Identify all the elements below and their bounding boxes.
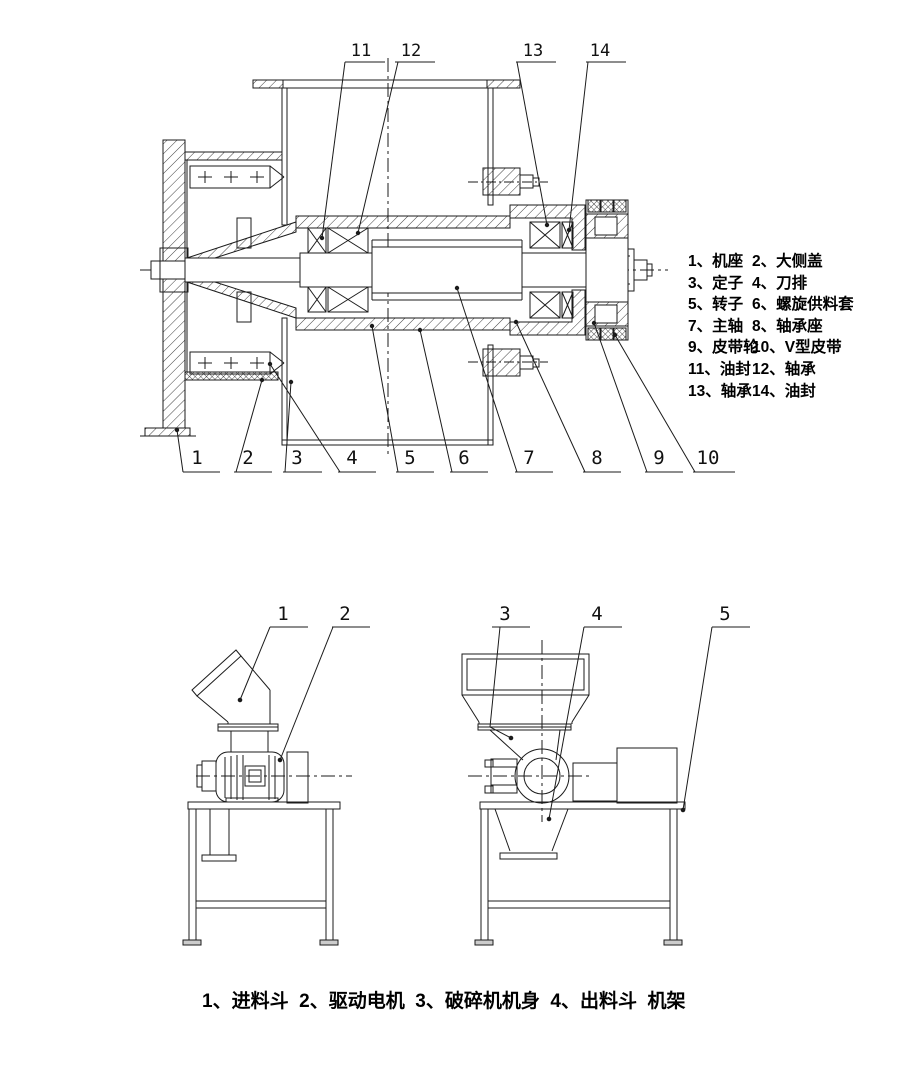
callout-14: 14 (589, 41, 611, 61)
front-view-callout-leaders (489, 626, 750, 822)
legend-item: 13、轴承 (688, 382, 752, 400)
assembly-callout-4: 4 (591, 603, 603, 625)
parts-legend: 1、机座 2、大侧盖 3、定子 4、刀排 5、转子 6、螺旋供料套 7、主轴 8… (688, 251, 854, 402)
legend-item: 7、主轴 (688, 317, 744, 335)
callout-10: 10 (696, 447, 720, 469)
bottom-caption: 1、进料斗 2、驱动电机 3、破碎机机身 4、出料斗 机架 (202, 991, 686, 1012)
section-callout-leaders-bottom (174, 285, 735, 473)
machine-stand-side (182, 801, 341, 946)
machine-stand-front (474, 801, 686, 946)
callout-6: 6 (458, 447, 470, 469)
assembly-callout-1: 1 (277, 603, 289, 625)
crusher-body-front (468, 747, 678, 804)
v-belts (587, 199, 627, 341)
belt-pulley (585, 199, 629, 341)
oil-seal-11 (307, 227, 327, 313)
assembly-callout-2: 2 (339, 603, 351, 625)
side-cover (140, 139, 283, 437)
legend-item: 1、机座 (688, 253, 744, 270)
side-assembly-view (182, 626, 370, 946)
callout-2: 2 (242, 447, 254, 469)
main-shaft (150, 239, 653, 301)
legend-item: 10、V型皮带 (752, 339, 842, 357)
legend-item: 3、定子 (688, 274, 744, 292)
knife-bar-top (189, 165, 285, 189)
assembly-callout-5: 5 (719, 603, 731, 625)
section-view (140, 58, 735, 473)
legend-item: 5、转子 (688, 296, 744, 314)
legend-item: 8、轴承座 (752, 317, 823, 335)
assembly-callout-3: 3 (499, 603, 511, 625)
wall-bolts (482, 167, 540, 377)
callout-4: 4 (346, 447, 358, 469)
drive-motor (196, 751, 352, 804)
callout-12: 12 (400, 41, 422, 61)
legend-item: 9、皮带轮 (688, 339, 759, 357)
feed-hopper-front (461, 640, 590, 822)
callout-1: 1 (191, 447, 203, 469)
callout-5: 5 (404, 447, 416, 469)
legend-item: 11、油封 (688, 360, 751, 378)
callout-3: 3 (291, 447, 303, 469)
feed-hopper-side (191, 649, 279, 752)
legend-item: 4、刀排 (752, 274, 808, 292)
front-assembly-view (461, 626, 750, 946)
housing (252, 79, 521, 446)
legend-item: 2、大侧盖 (752, 253, 823, 270)
oil-seal-14 (561, 221, 574, 319)
section-callout-leaders-top (319, 61, 626, 241)
bearing-13 (529, 221, 561, 319)
discharge-hopper (494, 808, 569, 860)
legend-item: 14、油封 (752, 382, 816, 400)
callout-11: 11 (350, 41, 372, 61)
legend-item: 6、螺旋供料套 (752, 296, 854, 314)
callout-9: 9 (653, 447, 665, 469)
callout-7: 7 (523, 447, 535, 469)
callout-8: 8 (591, 447, 603, 469)
bearing-seat (509, 204, 586, 336)
feed-sleeve (295, 215, 511, 331)
legend-item: 12、轴承 (752, 360, 816, 378)
callout-13: 13 (522, 41, 544, 61)
bearing-12 (327, 227, 369, 313)
side-view-callout-leaders (237, 626, 370, 763)
